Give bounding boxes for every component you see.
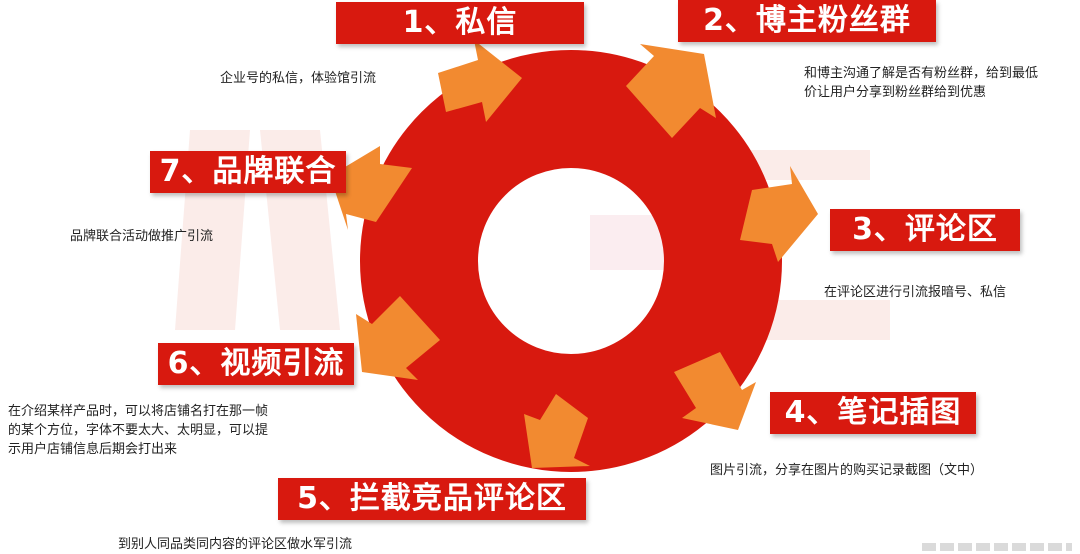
step-3-description: 在评论区进行引流报暗号、私信: [824, 285, 1007, 300]
cycle-arrows: [330, 40, 818, 468]
step-6-description-line: 在介绍某样产品时，可以将店铺名打在那一帧: [8, 404, 269, 419]
step-2-description: 和博主沟通了解是否有粉丝群，给到最低 价让用户分享到粉丝群给到优惠: [804, 64, 1074, 102]
bottom-strip: [922, 543, 1072, 551]
step-6-description-line: 示用户店铺信息后期会打出来: [8, 442, 178, 457]
arrow-5: [524, 394, 590, 468]
step-4-description: 图片引流，分享在图片的购买记录截图（文中）: [710, 463, 984, 478]
arrow-6: [356, 296, 440, 380]
arrow-4: [674, 352, 756, 430]
arrow-7: [330, 146, 412, 230]
step-1-description: 企业号的私信，体验馆引流: [220, 71, 377, 86]
step-2-description-line: 和博主沟通了解是否有粉丝群，给到最低: [804, 66, 1039, 81]
step-6-description: 在介绍某样产品时，可以将店铺名打在那一帧 的某个方位，字体不要太大、太明显，可以…: [8, 402, 308, 459]
step-4-banner: 4、笔记插图: [770, 392, 976, 434]
step-2-description-line: 价让用户分享到粉丝群给到优惠: [804, 85, 987, 100]
step-3-banner: 3、评论区: [830, 209, 1020, 251]
arrow-2: [626, 44, 716, 138]
arrow-3: [740, 166, 818, 262]
step-1-banner: 1、私信: [336, 2, 584, 44]
step-6-banner: 6、视频引流: [158, 343, 354, 385]
step-7-description: 品牌联合活动做推广引流: [70, 229, 214, 244]
step-6-description-line: 的某个方位，字体不要太大、太明显，可以提: [8, 423, 269, 438]
arrow-1: [438, 40, 522, 122]
ring: [360, 50, 782, 472]
step-5-banner: 5、拦截竞品评论区: [278, 478, 586, 520]
step-7-banner: 7、品牌联合: [150, 151, 346, 193]
step-5-description: 到别人同品类同内容的评论区做水军引流: [118, 537, 353, 552]
step-2-banner: 2、博主粉丝群: [678, 0, 936, 42]
